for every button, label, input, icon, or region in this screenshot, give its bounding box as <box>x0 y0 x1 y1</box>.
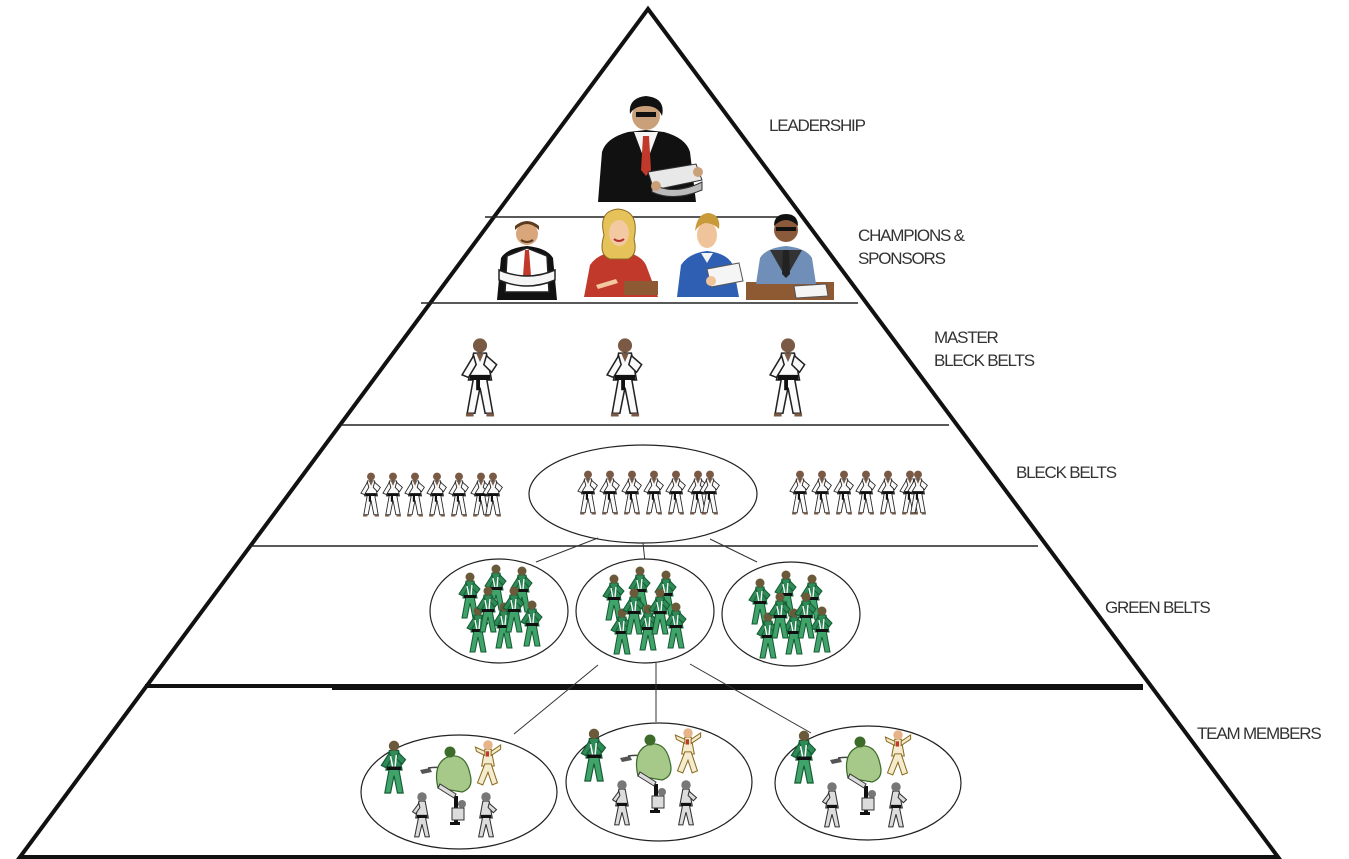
pyramid-outline <box>16 5 1282 859</box>
label-master-black-belts: MASTER BLECK BELTS <box>934 326 1035 372</box>
label-line: TEAM MEMBERS <box>1197 724 1322 743</box>
connector-line <box>689 663 812 734</box>
label-line: CHAMPIONS & <box>858 226 965 245</box>
label-line: BLECK BELTS <box>934 351 1035 370</box>
team-member-group-3-circle <box>774 725 962 841</box>
label-team-members: TEAM MEMBERS <box>1197 722 1322 745</box>
label-black-belts: BLECK BELTS <box>1016 461 1117 484</box>
connector-line <box>709 538 758 563</box>
label-line: LEADERSHIP <box>769 116 866 135</box>
label-champions-sponsors: CHAMPIONS & SPONSORS <box>858 224 965 270</box>
label-line: BLECK BELTS <box>1016 463 1117 482</box>
label-green-belts: GREEN BELTS <box>1105 596 1211 619</box>
connector-line <box>513 664 599 735</box>
label-line: GREEN BELTS <box>1105 598 1211 617</box>
label-line: SPONSORS <box>858 249 946 268</box>
label-leadership: LEADERSHIP <box>769 114 866 137</box>
team-member-group-2-circle <box>565 722 753 842</box>
label-line: MASTER <box>934 328 999 347</box>
connector-line <box>535 537 599 563</box>
